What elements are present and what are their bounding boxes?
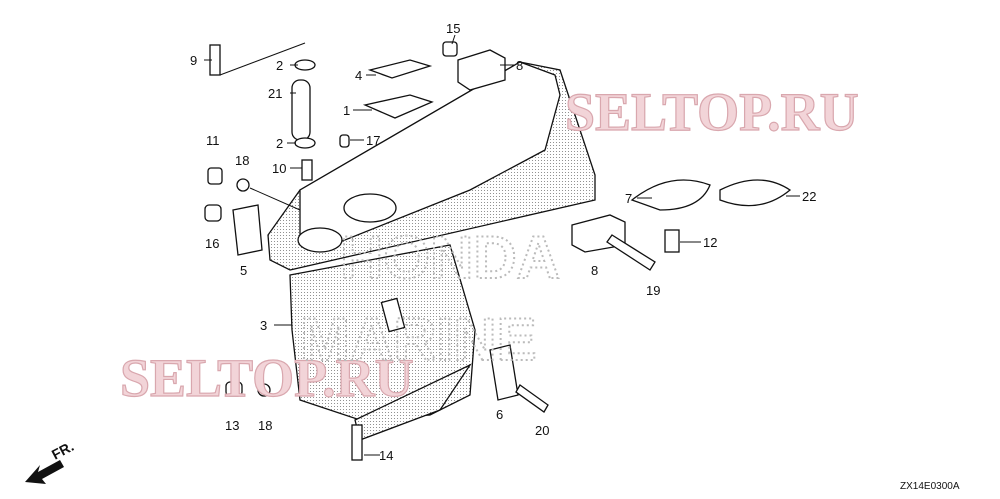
callout-2[interactable]: 2 [276,136,283,151]
callout-17[interactable]: 17 [366,133,380,148]
callout-4[interactable]: 4 [355,68,362,83]
watermark-seltop: SELTOP.RU [120,348,414,408]
callout-7[interactable]: 7 [625,191,632,206]
callout-10[interactable]: 10 [272,161,286,176]
leader-lines [204,34,800,456]
callout-19[interactable]: 19 [646,283,660,298]
callout-13[interactable]: 13 [225,418,239,433]
callout-11[interactable]: 11 [206,133,220,148]
callout-3[interactable]: 3 [260,318,267,333]
hose-21 [291,79,311,141]
callout-5[interactable]: 5 [240,263,247,278]
front-label: FR. [49,438,76,463]
watermark-seltop: SELTOP.RU [565,82,859,142]
anode-8 [457,49,506,91]
callout-6[interactable]: 6 [496,407,503,422]
callout-18[interactable]: 18 [258,418,272,433]
diagram-code: ZX14E0300A [900,481,960,492]
part-shapes [204,41,792,461]
callout-21[interactable]: 21 [268,86,282,101]
callout-20[interactable]: 20 [535,423,549,438]
front-arrow-icon [25,460,64,484]
callout-2[interactable]: 2 [276,58,283,73]
callouts: 9 2 15 4 8 21 1 2 17 11 18 10 7 22 16 5 … [190,21,816,463]
callout-1[interactable]: 1 [343,103,350,118]
watermarks: SELTOP.RU SELTOP.RU HONDA MARINE [119,81,859,408]
watermark-honda: HONDA [340,224,560,291]
callout-8[interactable]: 8 [516,58,523,73]
front-direction-indicator: FR. [25,438,76,484]
callout-16[interactable]: 16 [205,236,219,251]
callout-18[interactable]: 18 [235,153,249,168]
gear-case-housing [267,61,596,441]
callout-14[interactable]: 14 [379,448,393,463]
callout-15[interactable]: 15 [446,21,460,36]
callout-9[interactable]: 9 [190,53,197,68]
callout-22[interactable]: 22 [802,189,816,204]
callout-8[interactable]: 8 [591,263,598,278]
callout-12[interactable]: 12 [703,235,717,250]
watermark-marine: MARINE [300,306,537,373]
